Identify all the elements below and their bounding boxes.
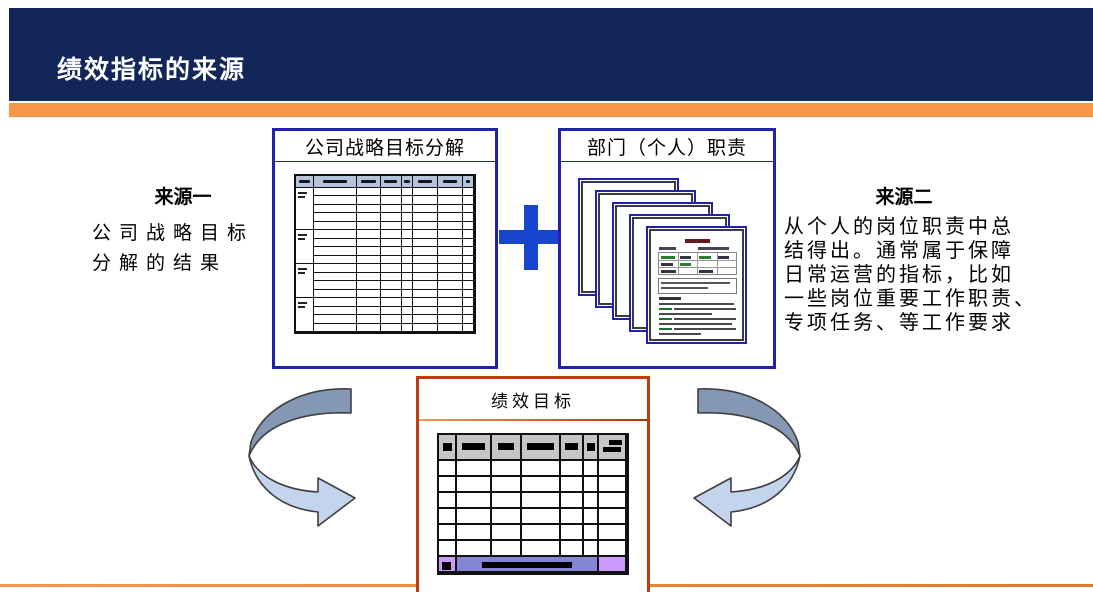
target-box-divider xyxy=(419,419,647,421)
duty-box-divider xyxy=(561,161,773,162)
title-bar: 绩效指标的来源 xyxy=(9,8,1093,101)
source-two-heading: 来源二 xyxy=(875,187,933,208)
plus-icon xyxy=(499,205,563,270)
source-two-body: 从个人的岗位职责中总 结得出。通常属于保障 日常运营的指标，比如 一些岗位重要工… xyxy=(784,216,1037,334)
strategy-box-divider xyxy=(275,161,495,162)
source-one-heading: 来源一 xyxy=(154,187,212,208)
duty-documents xyxy=(561,131,773,366)
curved-arrow-right-icon xyxy=(693,388,801,527)
document-page xyxy=(646,226,747,344)
strategy-box-title: 公司战略目标分解 xyxy=(304,137,465,159)
target-table xyxy=(437,433,629,575)
duty-box: 部门（个人）职责 xyxy=(558,128,776,369)
source-one-block: 来源一 公司战略目标 分解的结果 xyxy=(92,182,274,279)
duty-box-title: 部门（个人）职责 xyxy=(586,137,747,159)
accent-stripe xyxy=(9,103,1093,117)
source-one-body: 公司战略目标 分解的结果 xyxy=(92,223,255,274)
strategy-table xyxy=(294,174,476,334)
plus-icon-vertical-bar xyxy=(524,205,538,270)
page-title: 绩效指标的来源 xyxy=(57,56,247,84)
target-box: 绩效目标 xyxy=(416,376,650,592)
source-two-block: 来源二 从个人的岗位职责中总 结得出。通常属于保障 日常运营的指标，比如 一些岗… xyxy=(784,182,1093,335)
target-box-title: 绩效目标 xyxy=(491,391,575,411)
curved-arrow-left-icon xyxy=(248,388,356,527)
strategy-box: 公司战略目标分解 xyxy=(272,128,498,369)
